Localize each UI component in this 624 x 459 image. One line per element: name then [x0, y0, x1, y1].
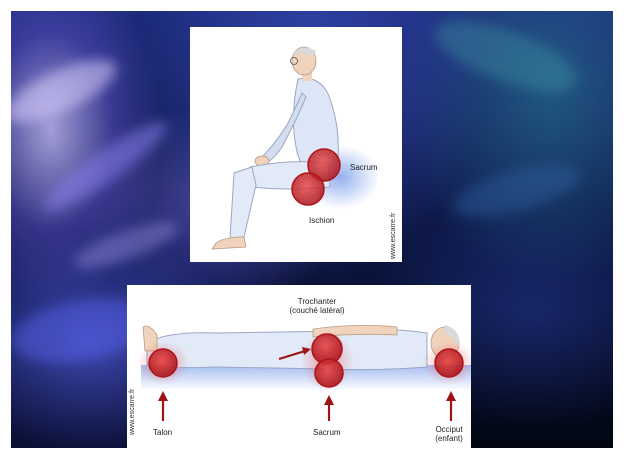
occiput-pressure-point: [435, 349, 463, 377]
sacrum-pressure-point: [315, 359, 343, 387]
occiput-label-line2: (enfant): [427, 434, 471, 443]
background-streak: [11, 48, 124, 135]
lying-watermark: www.escarre.fr: [129, 389, 136, 435]
trochanter-label-line2: (couché latéral): [277, 306, 357, 315]
patient-lower-leg: [230, 167, 256, 239]
background-streak: [448, 155, 584, 227]
lying-patient-illustration: Trochanter (couché latéral) Talon Sacrum…: [127, 285, 471, 448]
background-streak: [70, 213, 183, 277]
sacrum-arrow-head: [324, 395, 334, 405]
seated-patient-figure: [190, 27, 402, 262]
seated-patient-illustration: Sacrum Ischion www.escarre.fr: [190, 27, 402, 262]
seated-watermark: www.escarre.fr: [390, 213, 397, 259]
background-streak: [36, 111, 176, 222]
occiput-label-line1: Occiput: [427, 425, 471, 434]
talon-label: Talon: [153, 428, 172, 437]
talon-arrow-head: [158, 391, 168, 401]
trochanter-label: Trochanter (couché latéral): [277, 297, 357, 315]
patient-body: [147, 329, 427, 369]
background-streak: [427, 11, 585, 105]
slide-background: Sacrum Ischion www.escarre.fr: [11, 11, 613, 448]
ischion-label: Ischion: [309, 216, 334, 225]
trochanter-label-line1: Trochanter: [277, 297, 357, 306]
occiput-arrow-head: [446, 391, 456, 401]
ischion-pressure-point: [292, 173, 324, 205]
occiput-label: Occiput (enfant): [427, 425, 471, 443]
talon-pressure-point: [149, 349, 177, 377]
patient-foot: [212, 237, 246, 249]
sacrum-label: Sacrum: [350, 163, 378, 172]
sacrum-label-lying: Sacrum: [313, 428, 341, 437]
